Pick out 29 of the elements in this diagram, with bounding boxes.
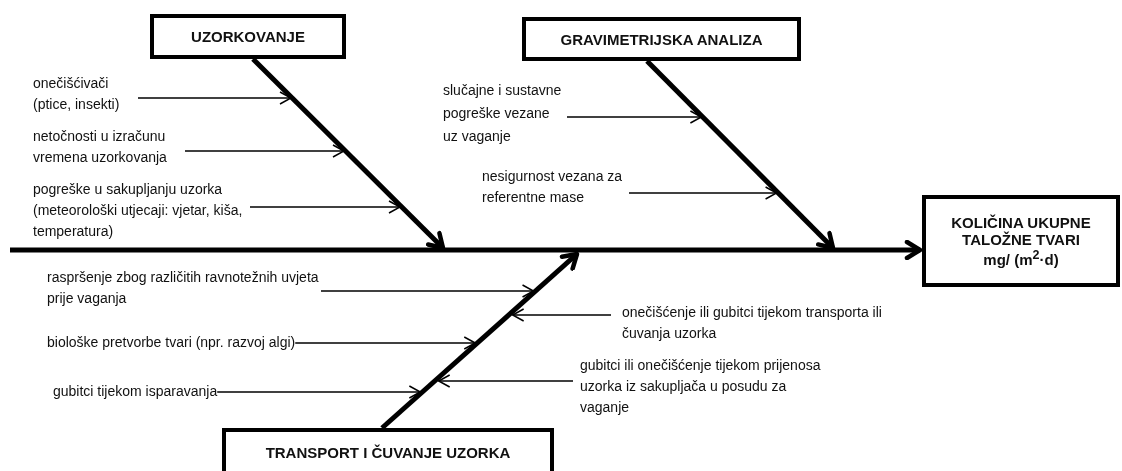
cause-label: gubitci tijekom isparavanja [53,382,218,401]
spine-arrow [10,239,923,261]
cause-label: pogreške u sakupljanju uzorka (meteorološki utjecaji: vjetar, kiša, temperatura) [33,180,244,241]
cause-arrow [437,374,574,388]
cause-label: onečišćivači (ptice, insekti) [33,74,121,114]
box-text: mg/ (m$^{2}$·d) [983,248,1059,268]
cause-arrow [320,284,535,298]
cause-arrow [294,336,476,350]
cause-label: netočnosti u izračunu vremena uzorkovanja [33,127,168,167]
cause-arrow [137,91,292,105]
cause-arrow [511,308,612,322]
cause-label: nesigurnost vezana za referentne mase [482,167,624,207]
bone-arrow [645,59,836,251]
cause-label: biološke pretvorbe tvari (npr. razvoj algi) [47,333,296,352]
cause-label: slučajne i sustavne pogreške vezane uz vaganje [443,81,563,146]
cause-arrow [566,110,703,124]
cause-label: raspršenje zbog različitih ravnotežnih uvjeta prije vaganja [47,268,320,308]
bone-arrow [380,251,580,430]
bone-arrow [251,57,446,251]
cause-arrow [216,385,422,399]
category-box: UZORKOVANJE [150,14,346,59]
cause-arrow [184,144,345,158]
cause-arrow [628,186,778,200]
cause-arrow [249,200,401,214]
category-box: GRAVIMETRIJSKA ANALIZA [522,17,801,61]
effect-box [922,195,1120,287]
cause-label: onečišćenje ili gubitci tijekom transporta ili čuvanja uzorka [622,303,883,343]
category-box: TRANSPORT I ČUVANJE UZORKA [222,428,554,471]
cause-label: gubitci ili onečišćenje tijekom prijenosa uzorka iz sakupljača u posudu za vaganje [580,356,822,417]
